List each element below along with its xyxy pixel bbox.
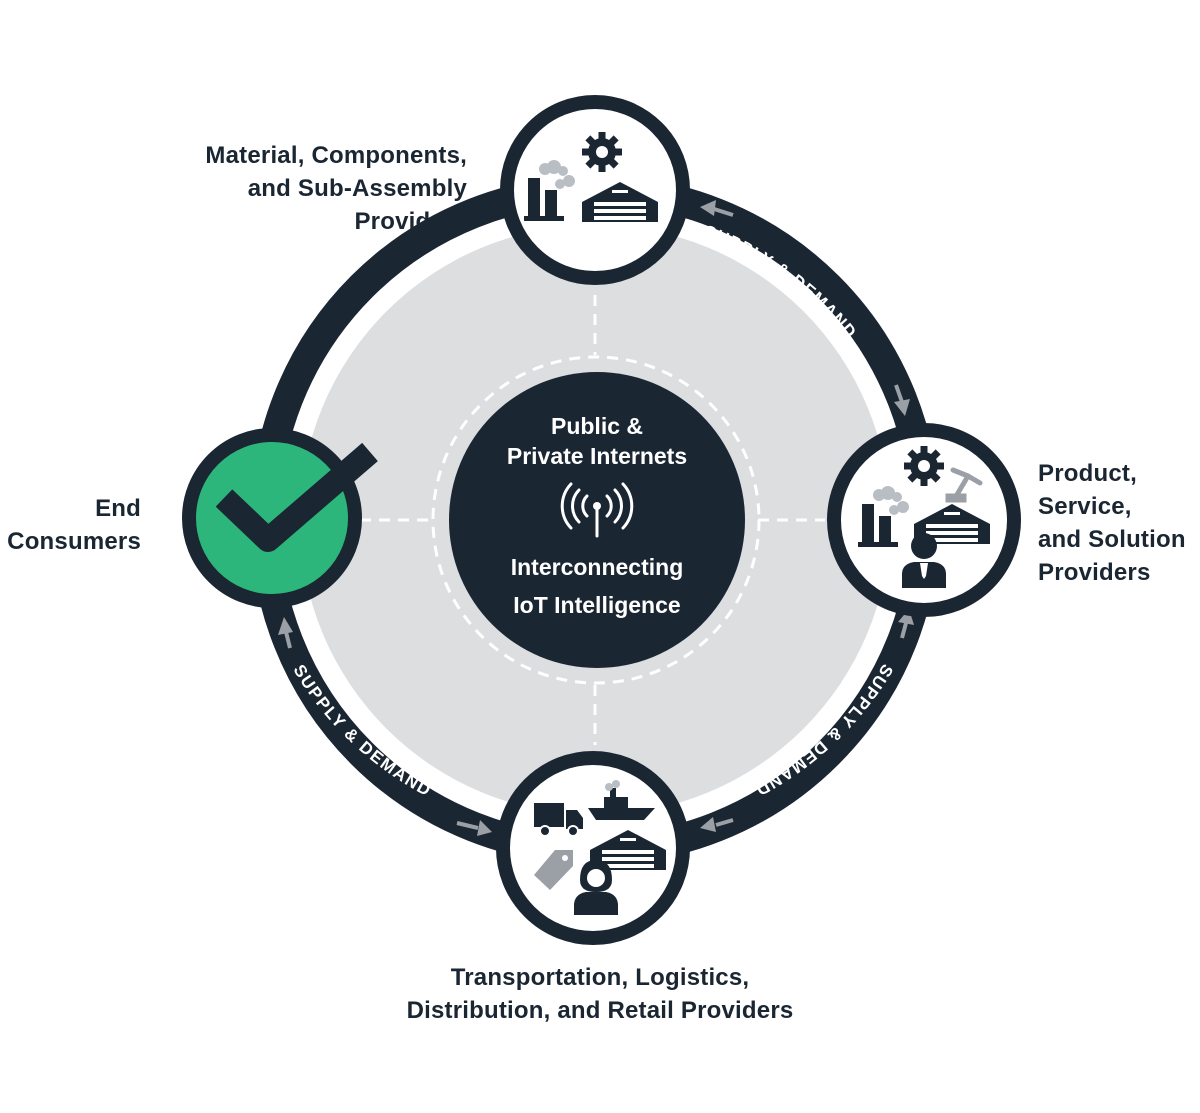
arrow-icon	[894, 384, 910, 416]
hub-subtitle-line: IoT Intelligence	[513, 592, 681, 618]
node-left	[182, 428, 378, 608]
antenna-signal-icon	[560, 482, 634, 538]
flow-arrows	[278, 200, 914, 836]
checkmark-icon	[215, 442, 378, 552]
node-right	[827, 423, 1021, 617]
label-line: Consumers	[7, 528, 141, 555]
label-end-consumers: End Consumers	[7, 492, 141, 558]
label-line: Product,	[1038, 460, 1137, 487]
gear-icon	[904, 446, 944, 486]
hub-dashed-ring	[431, 355, 761, 685]
label-transportation-providers: Transportation, Logistics, Distribution,…	[300, 961, 900, 1027]
gear-icon	[582, 132, 622, 172]
label-line: Providers	[354, 208, 467, 235]
node-bottom	[496, 751, 690, 945]
robot-arm-icon	[945, 467, 983, 503]
label-line: and Solution	[1038, 526, 1186, 553]
label-line: and Sub-Assembly	[247, 175, 467, 202]
arrow-icon	[456, 820, 492, 836]
arrow-icon	[700, 200, 734, 217]
person-icon	[574, 860, 618, 915]
hub-title-line: Private Internets	[506, 443, 688, 469]
label-line: Service,	[1038, 493, 1132, 520]
label-line: Providers	[1038, 559, 1151, 586]
ship-icon	[588, 780, 655, 820]
node-top	[500, 95, 690, 285]
label-line: Distribution, and Retail Providers	[406, 997, 794, 1024]
hub-title-line: Public &	[550, 413, 643, 439]
dashed-connectors	[360, 295, 825, 745]
label-line: End	[95, 495, 141, 522]
hub-subtitle: Interconnecting IoT Intelligence	[447, 548, 747, 624]
hub-title: Public & Private Internets	[447, 411, 747, 471]
label-line: Transportation, Logistics,	[450, 964, 750, 991]
label-material-providers: Material, Components, and Sub-Assembly P…	[205, 139, 467, 238]
arrow-icon	[700, 817, 734, 832]
truck-icon	[534, 803, 583, 837]
label-line: Material, Components,	[205, 142, 467, 169]
price-tag-icon	[534, 850, 573, 890]
arrow-icon	[278, 617, 293, 649]
label-product-providers: Product, Service, and Solution Providers	[1038, 457, 1186, 589]
hub-subtitle-line: Interconnecting	[510, 554, 684, 580]
